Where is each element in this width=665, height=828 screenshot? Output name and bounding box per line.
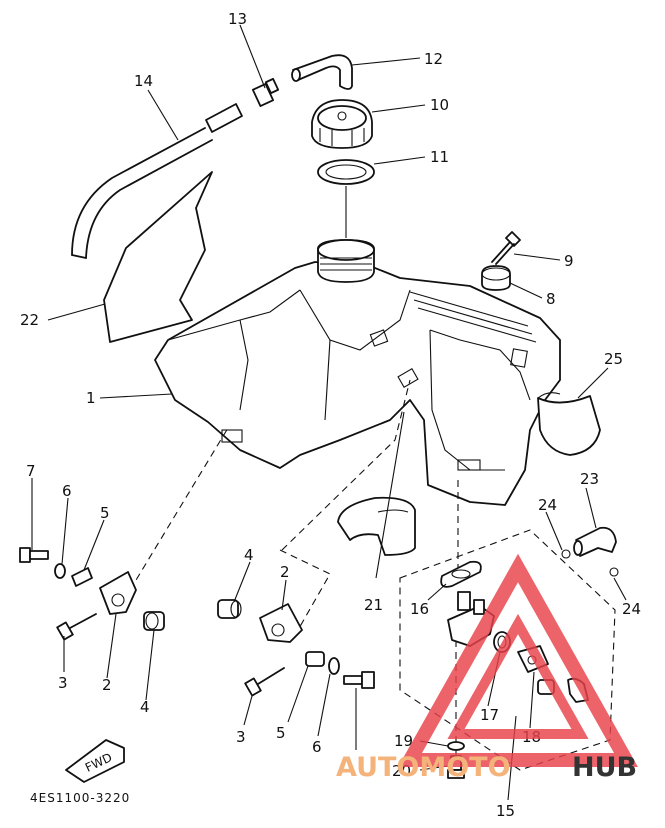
- callout-6b: 6: [312, 738, 322, 756]
- part-2-bracket-left: [99, 571, 137, 615]
- callout-1: 1: [86, 389, 96, 407]
- part-24-clip-b: [609, 567, 619, 577]
- callout-17: 17: [480, 706, 499, 724]
- callout-8: 8: [546, 290, 556, 308]
- part-10-fuel-cap: [311, 99, 373, 149]
- dashed-line-tank-to-bracket: [281, 379, 411, 551]
- callout-4b: 4: [244, 546, 254, 564]
- part-25-damper-pad: [537, 392, 601, 456]
- part-8-damper: [481, 265, 511, 291]
- callout-5a: 5: [100, 504, 110, 522]
- part-5-collar-left: [71, 567, 93, 587]
- watermark-text-automoto: AUTOMOTO: [336, 752, 511, 783]
- callout-5b: 5: [276, 724, 286, 742]
- part-14-breather-hose: [71, 127, 213, 259]
- callout-12: 12: [424, 50, 443, 68]
- part-2-bracket-center: [259, 603, 303, 643]
- fwd-arrow: FWD: [65, 739, 125, 783]
- watermark-text-hub: HUB: [572, 752, 637, 783]
- part-3-screw-left: [56, 613, 97, 641]
- callout-9: 9: [564, 252, 574, 270]
- part-3-screw-center: [244, 667, 285, 697]
- part-6-washer-center: [328, 657, 340, 675]
- dashed-assembly-outline-center: [279, 549, 331, 631]
- part-19-washer: [447, 741, 465, 751]
- callout-13: 13: [228, 10, 247, 28]
- callout-24a: 24: [538, 496, 557, 514]
- callout-19: 19: [394, 732, 413, 750]
- part-7-bolt-center: [343, 671, 375, 689]
- callout-16: 16: [410, 600, 429, 618]
- callout-2b: 2: [280, 563, 290, 581]
- part-14-hose-segment: [205, 103, 243, 133]
- watermark-triangle-inner: [447, 613, 589, 739]
- part-1-fuel-tank: [154, 239, 561, 506]
- callout-3a: 3: [58, 674, 68, 692]
- callout-24b: 24: [622, 600, 641, 618]
- callout-15: 15: [496, 802, 515, 820]
- part-21-damper-pad: [337, 496, 416, 556]
- callout-6a: 6: [62, 482, 72, 500]
- watermark-logo: [398, 553, 638, 767]
- callout-labels: 13 12 14 10 11 9 8 22 25 1 7 6 5 23 24 4…: [20, 10, 641, 820]
- callout-11: 11: [430, 148, 449, 166]
- part-4-damper-left: [143, 611, 165, 631]
- part-4-damper-center: [217, 599, 242, 619]
- callout-2a: 2: [102, 676, 112, 694]
- part-7-bolt-left: [19, 547, 49, 563]
- watermark-triangle-outer: [398, 553, 638, 767]
- callout-22: 22: [20, 311, 39, 329]
- part-24-clip-a: [561, 549, 571, 559]
- callout-7: 7: [26, 462, 36, 480]
- callout-14: 14: [134, 72, 153, 90]
- callout-3b: 3: [236, 728, 246, 746]
- part-11-gasket: [317, 159, 375, 185]
- part-16-gasket: [440, 560, 482, 588]
- part-12-pipe: [291, 54, 353, 90]
- callout-25: 25: [604, 350, 623, 368]
- dashed-line-tank-to-left-bracket: [129, 427, 229, 591]
- part-6-washer-left: [54, 563, 66, 579]
- callout-21: 21: [364, 596, 383, 614]
- part-5-collar-center: [305, 651, 325, 667]
- callout-10: 10: [430, 96, 449, 114]
- callout-4a: 4: [140, 698, 150, 716]
- part-9-screw: [491, 231, 521, 265]
- part-13-joint: [251, 77, 280, 108]
- callout-23: 23: [580, 470, 599, 488]
- drawing-code: 4ES1100-3220: [30, 791, 130, 805]
- part-23-fuel-pipe: [573, 526, 617, 557]
- part-22-tank-sheet: [103, 171, 213, 343]
